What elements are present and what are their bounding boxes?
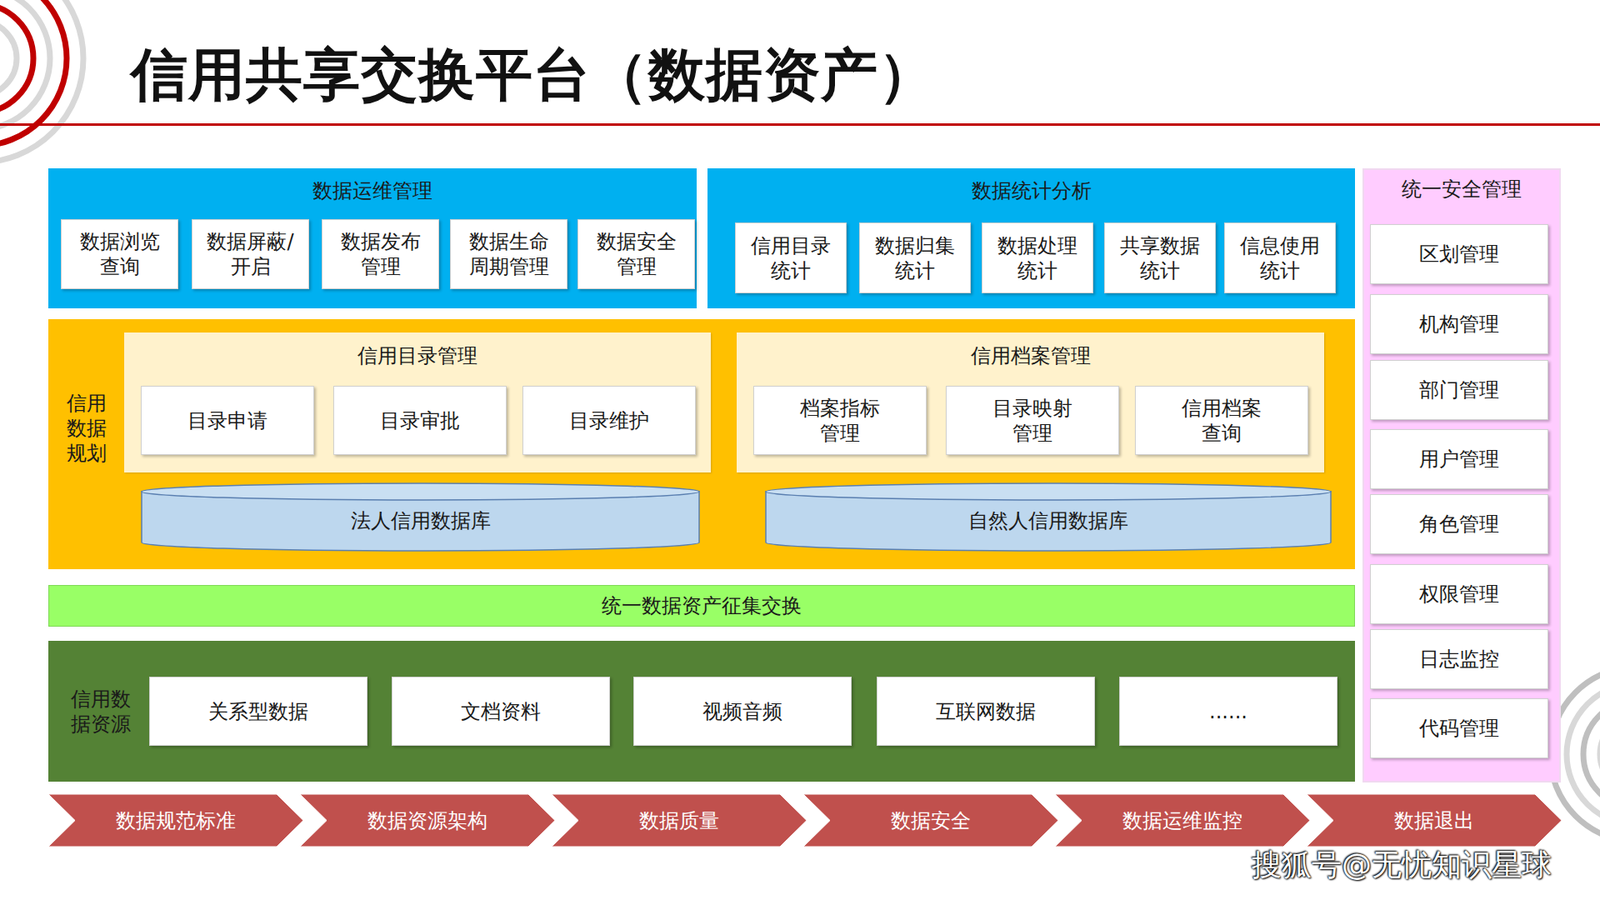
function-box: 目录维护 [522,385,696,455]
function-box: 区划管理 [1370,224,1549,285]
function-box: 数据处理 统计 [981,222,1094,294]
node-label: 自然人信用数据库 [968,508,1129,534]
function-box: 日志监控 [1370,629,1549,690]
node-label: 数据运维监控 [1122,808,1243,834]
process-chevron: 数据资源架构 [300,794,555,847]
node-label: 统一安全管理 [1401,176,1522,202]
function-box: 视频音频 [633,676,852,746]
node-label: 信用档案管理 [970,343,1091,369]
node-label: 信息使用 统计 [1240,233,1320,284]
node-label: 视频音频 [702,699,783,725]
function-box: 信用目录 统计 [735,222,847,294]
function-box: 目录申请 [140,385,315,455]
node-label: 统一数据资产征集交换 [601,593,802,619]
module-band: 数据统计分析信用目录 统计数据归集 统计数据处理 统计共享数据 统计信息使用 统… [707,168,1355,309]
security-panel: 统一安全管理区划管理机构管理部门管理用户管理角色管理权限管理日志监控代码管理 [1362,168,1561,783]
function-box: 数据安全 管理 [577,219,695,290]
node-label: 信用数 据资源 [70,686,131,737]
node-label: 互联网数据 [935,699,1036,725]
function-box: 互联网数据 [876,676,1095,746]
function-box: 目录审批 [333,385,507,455]
node-label: 权限管理 [1419,581,1500,607]
node-label: 数据生命 周期管理 [469,229,550,280]
node-label: 代码管理 [1419,715,1500,741]
node-label: 共享数据 统计 [1120,233,1200,284]
function-box: 数据归集 统计 [859,222,971,294]
node-label: 数据归集 统计 [875,233,955,284]
node-label: 法人信用数据库 [350,508,491,534]
function-box: 用户管理 [1370,429,1549,490]
function-box: 档案指标 管理 [753,385,927,455]
node-label: 数据退出 [1394,808,1475,834]
watermark: 搜狐号@无忧知识星球 [1251,845,1552,886]
database-cylinder: 法人信用数据库 [140,482,700,552]
function-box: 关系型数据 [149,676,368,746]
node-label: 信用目录 统计 [750,233,831,284]
node-label: 数据处理 统计 [997,233,1078,284]
function-box: 数据浏览 查询 [60,219,179,290]
node-label: ...... [1209,699,1248,725]
function-box: 机构管理 [1370,294,1549,355]
node-label: 数据规范标准 [115,808,236,834]
node-label: 用户管理 [1419,446,1500,472]
function-box: 代码管理 [1370,698,1549,759]
function-box: 共享数据 统计 [1104,222,1216,294]
node-label: 部门管理 [1419,377,1500,403]
function-box: ...... [1119,676,1338,746]
node-label: 档案指标 管理 [800,395,880,446]
function-box: 目录映射 管理 [945,385,1120,455]
node-label: 数据安全 管理 [596,229,677,280]
resource-band: 信用数 据资源 关系型数据 文档资料 视频音频 互联网数据...... [48,640,1355,782]
planning-band: 信用 数据 规划 信用目录管理目录申请 目录审批 目录维护 信用档案管理档案指标 管理 目… [48,319,1355,570]
process-chevron: 数据运维监控 [1055,794,1310,847]
group-box: 信用档案管理档案指标 管理 目录映射 管理 信用档案 查询 [736,332,1325,473]
node-label: 角色管理 [1419,511,1500,537]
node-label: 数据统计分析 [971,178,1092,204]
node-label: 关系型数据 [208,699,309,725]
node-label: 数据发布 管理 [340,229,421,280]
process-chevron: 数据退出 [1306,794,1562,847]
page-title: 信用共享交换平台（数据资产） [130,37,936,114]
node-label: 目录审批 [380,408,460,434]
function-box: 数据发布 管理 [321,219,440,290]
group-box: 信用目录管理目录申请 目录审批 目录维护 [124,332,711,473]
module-band: 数据运维管理数据浏览 查询数据屏蔽/ 开启数据发布 管理数据生命 周期管理数据安… [48,168,697,309]
node-label: 日志监控 [1419,646,1500,672]
function-box: 数据生命 周期管理 [450,219,568,290]
function-box: 文档资料 [391,676,610,746]
node-label: 目录维护 [569,408,650,434]
function-box: 权限管理 [1370,564,1549,625]
function-box: 数据屏蔽/ 开启 [191,219,310,290]
node-label: 信用目录管理 [357,343,478,369]
node-label: 数据质量 [639,808,720,834]
node-label: 数据安全 [890,808,971,834]
node-label: 数据运维管理 [312,178,433,204]
process-chevron: 数据规范标准 [48,794,304,847]
function-box: 信用档案 查询 [1135,385,1309,455]
node-label: 目录申请 [187,408,268,434]
exchange-bar: 统一数据资产征集交换 [48,585,1355,627]
node-label: 信用档案 查询 [1181,395,1262,446]
node-label: 数据资源架构 [367,808,488,834]
database-cylinder: 自然人信用数据库 [765,482,1332,552]
node-label: 数据屏蔽/ 开启 [206,229,294,280]
function-box: 部门管理 [1370,360,1549,420]
node-label: 数据浏览 查询 [80,229,160,280]
node-label: 目录映射 管理 [992,395,1073,446]
node-label: 文档资料 [460,699,541,725]
function-box: 信息使用 统计 [1224,222,1336,294]
node-label: 区划管理 [1419,241,1500,267]
function-box: 角色管理 [1370,494,1549,555]
node-label: 机构管理 [1419,311,1500,337]
process-chevron: 数据质量 [551,794,807,847]
node-label: 信用 数据 规划 [66,390,107,466]
process-chevron: 数据安全 [803,794,1059,847]
